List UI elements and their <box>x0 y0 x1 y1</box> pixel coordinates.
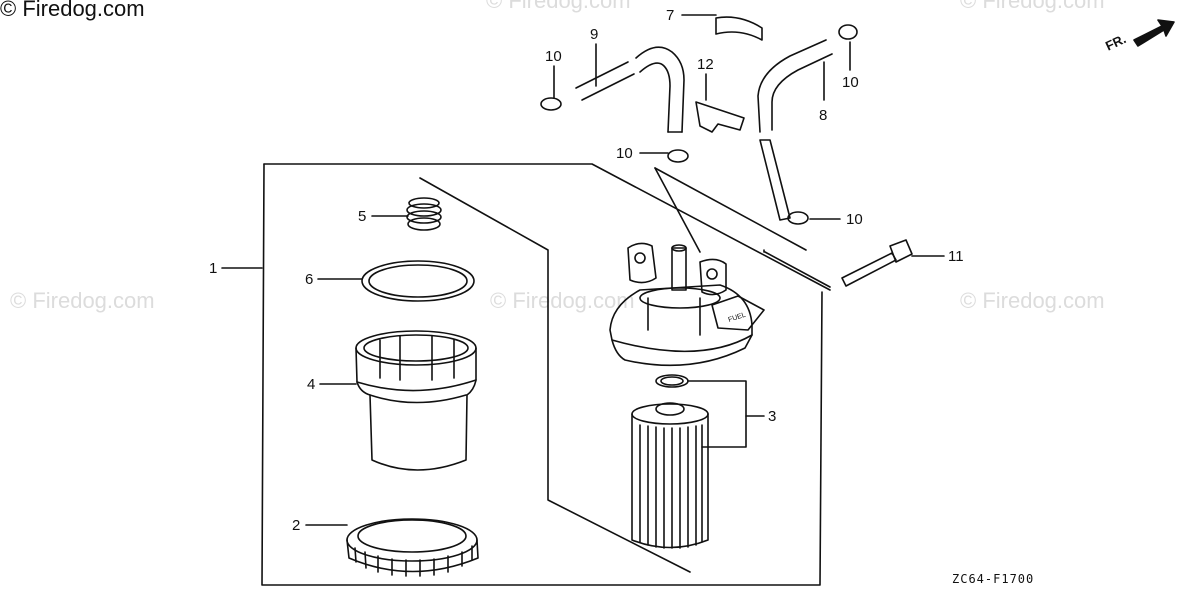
diagram-code: ZC64-F1700 <box>952 572 1035 586</box>
assembly-bracket <box>263 163 831 291</box>
callout-1: 1 <box>209 260 218 277</box>
callout-4: 4 <box>307 376 316 393</box>
hose-clamp-10c <box>787 211 809 225</box>
callout-10a: 10 <box>545 48 562 65</box>
ring-nut-part-2 <box>346 518 479 577</box>
callout-9: 9 <box>590 26 599 43</box>
bolt-part-11 <box>841 239 913 287</box>
callout-10b: 10 <box>616 145 633 162</box>
callout-3: 3 <box>768 408 777 425</box>
filter-element-part-3 <box>631 402 709 549</box>
callout-6: 6 <box>305 271 314 288</box>
watermark-mid-left: © Firedog.com <box>10 288 155 313</box>
callout-8: 8 <box>819 107 828 124</box>
callout-10d: 10 <box>842 74 859 91</box>
hose-part-9 <box>575 46 685 133</box>
hose-part-8 <box>757 39 833 221</box>
watermark-top-right: © Firedog.com <box>960 0 1105 13</box>
callout-5: 5 <box>358 208 367 225</box>
watermark-main: © Firedog.com <box>0 0 145 21</box>
clip-part-12 <box>695 101 745 133</box>
hose-clamp-10a <box>540 97 562 111</box>
callout-7: 7 <box>666 7 675 24</box>
callout-2: 2 <box>292 517 301 534</box>
clip-part-7 <box>715 16 763 41</box>
hose-clamp-10b <box>667 149 689 163</box>
hose-clamp-10d <box>838 24 858 40</box>
callout-11: 11 <box>948 248 964 265</box>
inner-frame <box>419 177 691 573</box>
callout-12: 12 <box>697 56 714 73</box>
watermark-top-center: © Firedog.com <box>486 0 631 13</box>
filter-cup-part-4 <box>355 330 477 471</box>
spring-part-5 <box>406 197 442 231</box>
callout-10c: 10 <box>846 211 863 228</box>
o-ring-part-6 <box>361 260 475 302</box>
fuel-tab-label: FUEL <box>727 312 746 324</box>
filter-head <box>609 242 765 367</box>
watermark-mid-right: © Firedog.com <box>960 288 1105 313</box>
watermark-mid-center: © Firedog.com <box>490 288 635 313</box>
fr-arrow <box>1133 19 1175 47</box>
